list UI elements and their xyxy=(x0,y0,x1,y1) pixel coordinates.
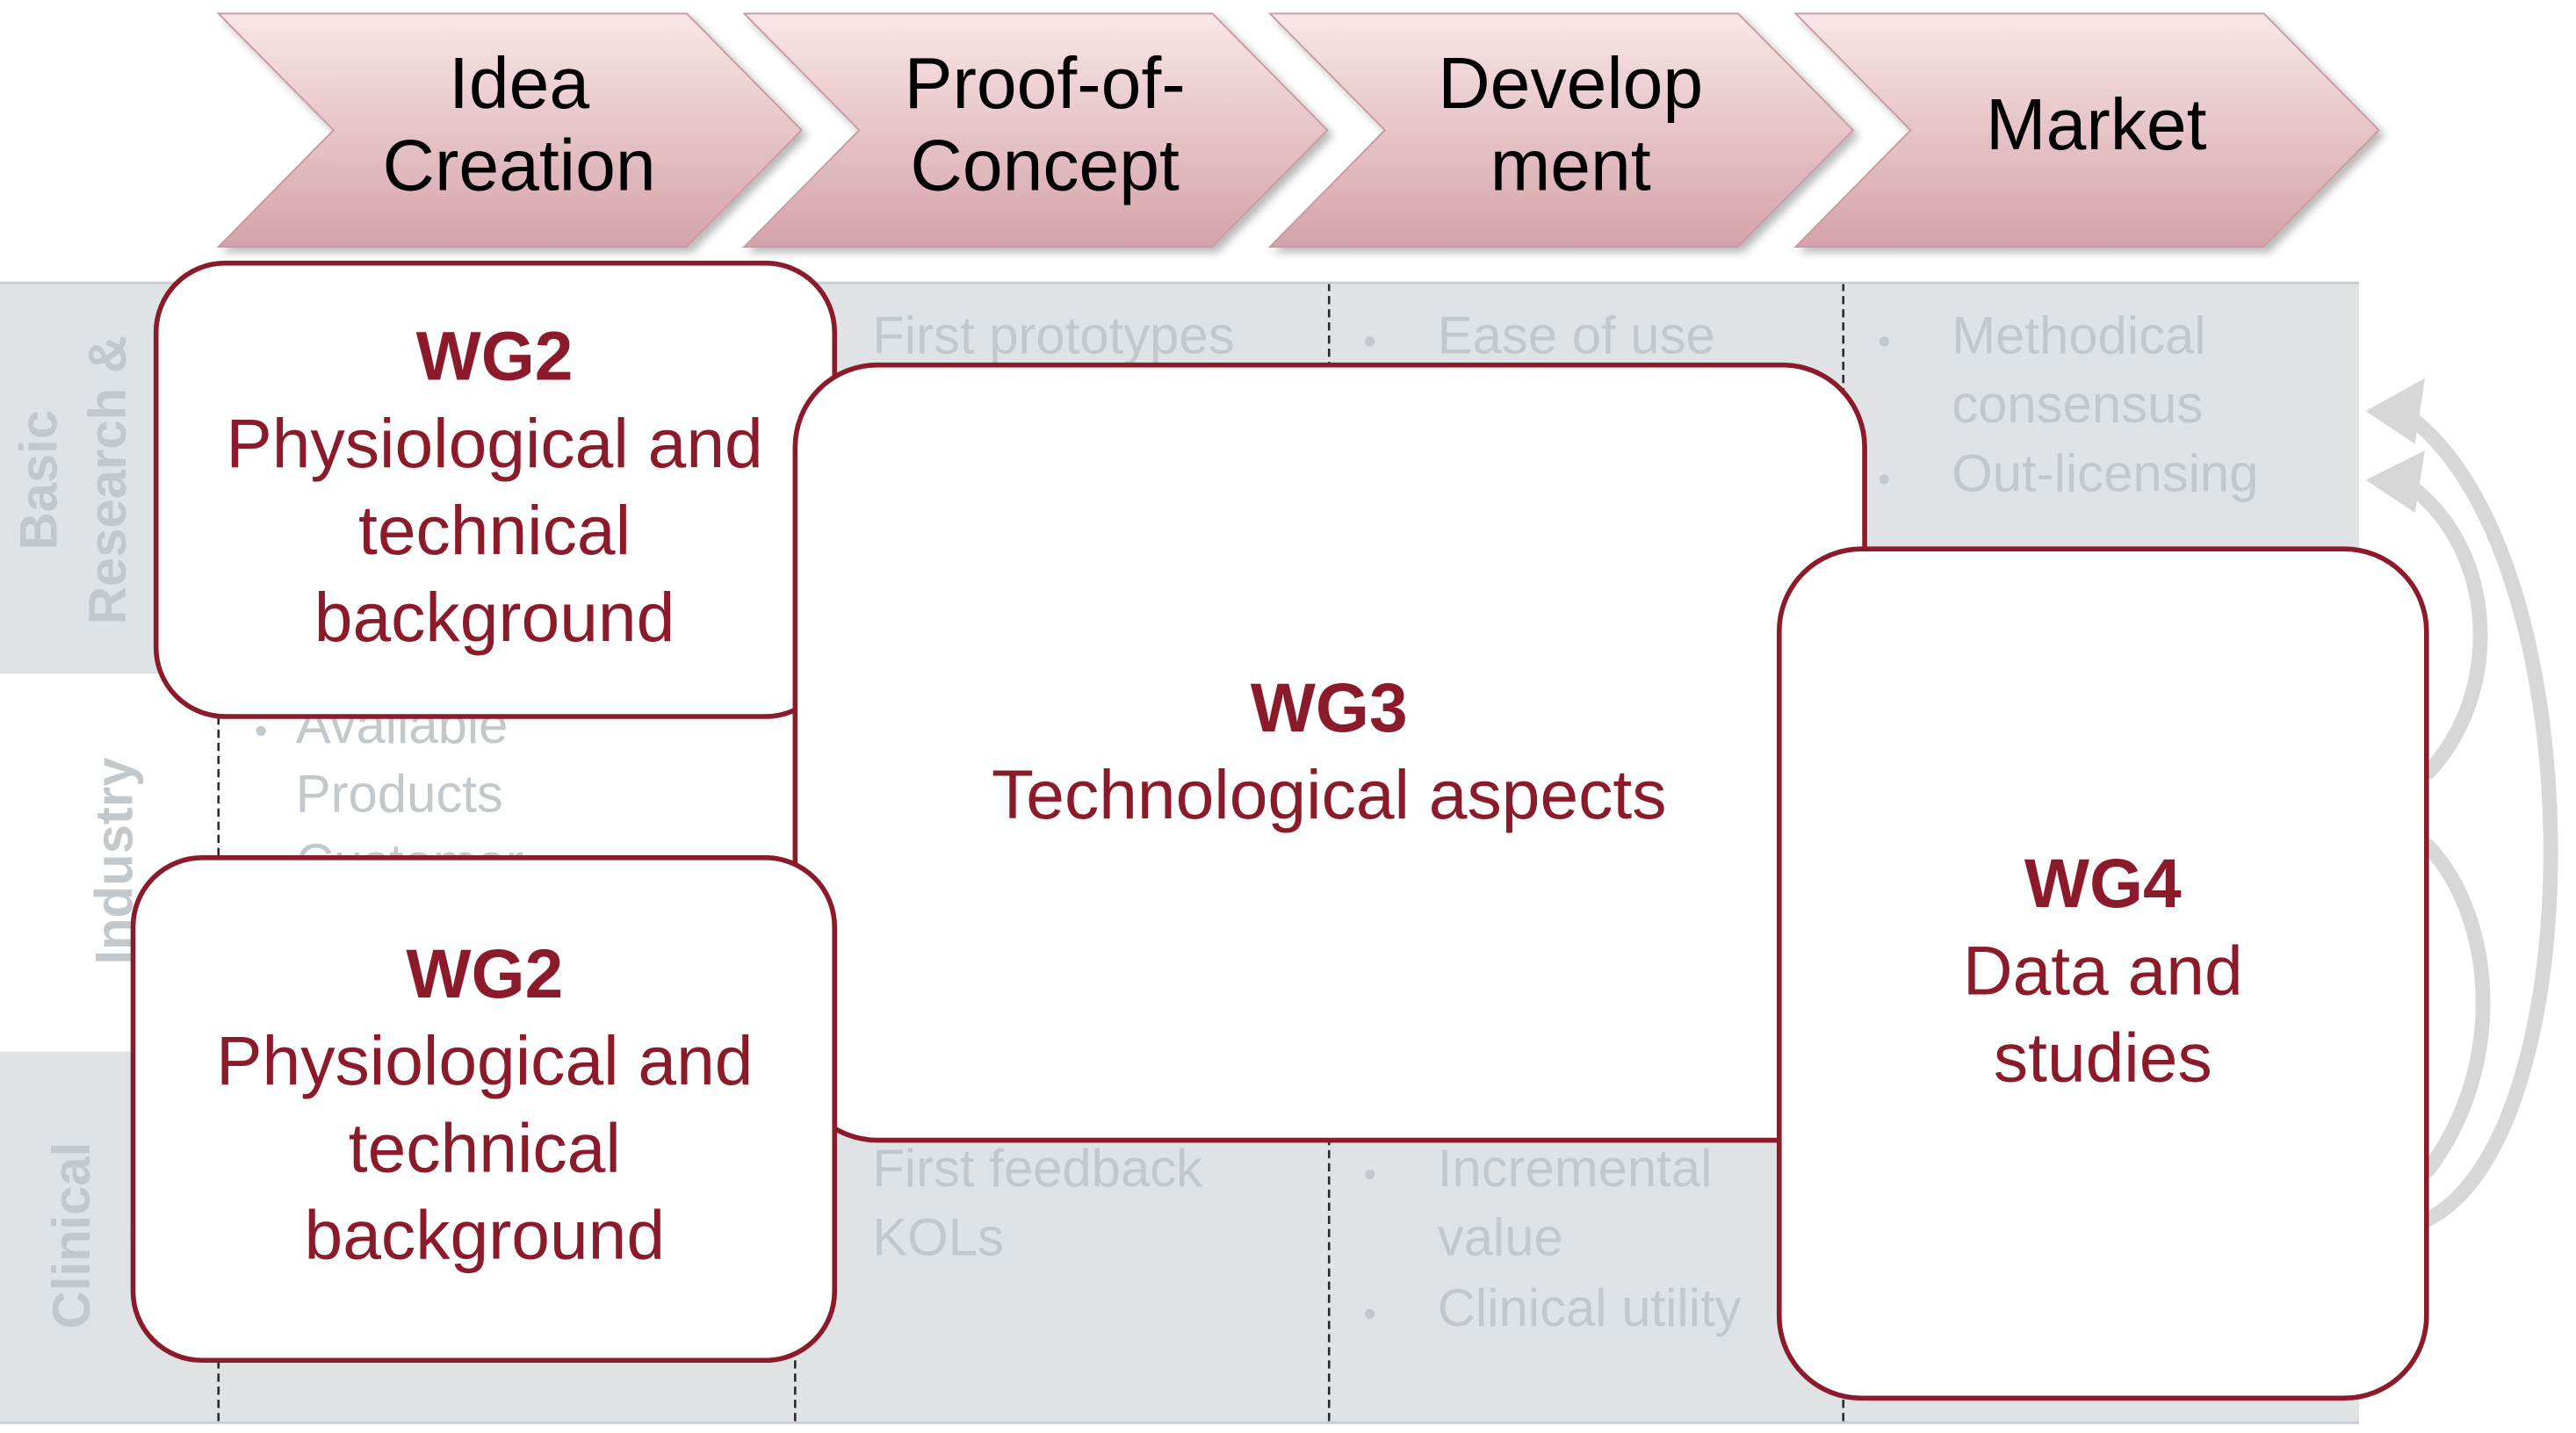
phase-label: Proof-of- xyxy=(905,43,1186,124)
phase-label: Idea xyxy=(449,43,589,124)
cell-text: Ease of use xyxy=(1438,306,1715,365)
cell-text: Products xyxy=(296,764,503,823)
wg2-bottom-label: Physiological and xyxy=(216,1022,753,1099)
cell-text: First prototypes xyxy=(872,306,1234,365)
cell-bullet: • xyxy=(1364,1154,1376,1194)
phase-label: Market xyxy=(1986,84,2207,165)
cell-bullet: • xyxy=(1878,459,1890,500)
feedback-arrow-inner-top xyxy=(2394,472,2488,781)
feedback-arrow-inner-bottom xyxy=(2421,839,2491,1177)
cell-bullet: • xyxy=(1364,1293,1376,1334)
cell-bullet: • xyxy=(255,710,267,751)
cell-text: Methodical xyxy=(1952,306,2205,365)
phase-label: Concept xyxy=(910,126,1180,206)
phase-chevron-2 xyxy=(742,12,1329,248)
wg4-box-frame xyxy=(1776,546,2429,1401)
cell-text: value xyxy=(1438,1208,1563,1267)
wg2-top-label: background xyxy=(314,579,675,656)
phase-label: Creation xyxy=(383,126,656,206)
wg3-box-frame xyxy=(792,362,1867,1143)
arrow-head-upper xyxy=(2365,378,2425,444)
wg4-label: Data and xyxy=(1963,932,2243,1009)
wg3-label: Technological aspects xyxy=(992,756,1666,833)
wg2-bottom-label: background xyxy=(305,1196,666,1273)
feedback-arrow-outer xyxy=(2394,403,2558,1227)
wg2-bottom-title: WG2 xyxy=(406,935,563,1012)
phase-chevron-1 xyxy=(216,12,804,248)
row-label-line: Basic xyxy=(9,410,68,551)
cell-text: Clinical utility xyxy=(1438,1278,1742,1337)
cell-bullet: • xyxy=(1364,321,1376,362)
cell-text: First feedback xyxy=(872,1139,1203,1198)
phase-label: ment xyxy=(1490,126,1651,206)
wg4-label: studies xyxy=(1994,1019,2212,1096)
row-label-line: Clinical xyxy=(42,1142,101,1329)
wg4-title: WG4 xyxy=(2024,845,2182,922)
cell-text: consensus xyxy=(1952,375,2203,434)
wg2-top-label: Physiological and xyxy=(226,405,762,482)
wg2-top-title: WG2 xyxy=(416,318,574,395)
arrow-head-lower xyxy=(2365,450,2425,514)
cell-text: Incremental xyxy=(1438,1139,1713,1198)
phase-chevron-3 xyxy=(1267,12,1855,248)
wg2-top-label: technical xyxy=(358,492,631,569)
row-label-line: Research & xyxy=(78,335,137,624)
cell-text: KOLs xyxy=(872,1208,1004,1267)
cell-text: Out-licensing xyxy=(1952,444,2258,503)
wg2-bottom-box-frame xyxy=(130,855,838,1364)
wg3-title: WG3 xyxy=(1251,669,1408,746)
phase-chevron-4 xyxy=(1793,12,2380,248)
wg2-bottom-label: technical xyxy=(349,1109,621,1186)
cell-bullet: • xyxy=(1878,321,1890,362)
phase-label: Develop xyxy=(1438,43,1703,124)
